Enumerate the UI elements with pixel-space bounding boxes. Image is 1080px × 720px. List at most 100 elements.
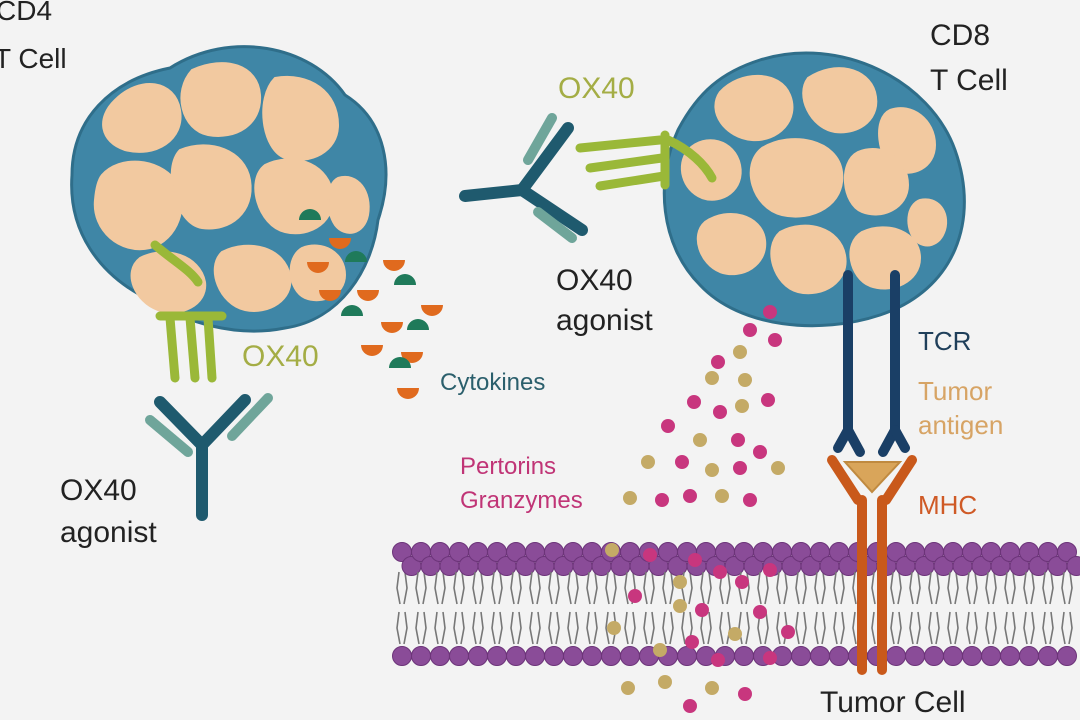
lipid-tail (966, 571, 978, 605)
cytokine (383, 260, 405, 271)
lipid-tail (605, 571, 617, 605)
granzyme-granule (771, 461, 785, 475)
lipid-tail (738, 611, 750, 645)
mhc-molecule (827, 455, 917, 675)
lipid-head (563, 646, 583, 666)
lipid-tail (776, 571, 788, 605)
lipid-head (791, 646, 811, 666)
lipid-tail (947, 611, 959, 645)
perforin-granule (753, 445, 767, 459)
lipid-tail (434, 571, 446, 605)
lipid-tail (966, 611, 978, 645)
lipid-tail (757, 571, 769, 605)
cytokines-label: Cytokines (440, 369, 545, 396)
lipid-head (886, 646, 906, 666)
lipid-tail (472, 571, 484, 605)
lipid-tail (795, 611, 807, 645)
perforin-granule (711, 653, 725, 667)
lipid-tail (662, 611, 674, 645)
lipid-head (962, 646, 982, 666)
perforin-granule (753, 605, 767, 619)
granzyme-granule (641, 455, 655, 469)
perforin-granule (743, 323, 757, 337)
lipid-tail (1023, 571, 1035, 605)
perforin-granule (763, 651, 777, 665)
lipid-head (905, 646, 925, 666)
lipid-tail (947, 571, 959, 605)
lipid-tail (586, 611, 598, 645)
perforin-granule (761, 393, 775, 407)
lipid-tail (1061, 571, 1073, 605)
granzyme-granule (728, 627, 742, 641)
lipid-tail (909, 611, 921, 645)
lipid-tail (1004, 571, 1016, 605)
lipid-tail (415, 571, 427, 605)
cytokine (394, 274, 416, 285)
lipid-tail (453, 611, 465, 645)
lipid-tail (434, 611, 446, 645)
lipid-tail (396, 611, 408, 645)
cytokine (389, 357, 411, 368)
lipid-head (601, 646, 621, 666)
lipid-tail (814, 611, 826, 645)
cytokines-group (299, 209, 443, 399)
granzyme-granule (738, 373, 752, 387)
lipid-head (677, 646, 697, 666)
cytokine (407, 319, 429, 330)
tcr-receptor (833, 270, 910, 457)
ox40-label-cd8: OX40 (558, 72, 635, 105)
cytokine (381, 322, 403, 333)
perforin-granule (743, 493, 757, 507)
perforin-granule (655, 493, 669, 507)
perforin-granule (781, 625, 795, 639)
tumor-antigen (842, 461, 903, 494)
lipid-tail (396, 571, 408, 605)
lipid-head (810, 646, 830, 666)
perforin-granule (683, 489, 697, 503)
granzyme-granule (658, 675, 672, 689)
cd8-label-line1: CD8 (930, 19, 990, 52)
agonist-left-line2: agonist (60, 516, 157, 549)
lipid-tail (700, 571, 712, 605)
granzyme-granule (673, 599, 687, 613)
granzyme-granule (705, 371, 719, 385)
lipid-tail (928, 611, 940, 645)
granzyme-granule (705, 681, 719, 695)
granzyme-granule (693, 433, 707, 447)
perforins-granzymes-group (605, 305, 795, 713)
cd4-t-cell (70, 45, 388, 333)
granzyme-granule (605, 543, 619, 557)
cytokine (319, 290, 341, 301)
cd8-label-line2: T Cell (930, 64, 1008, 97)
lipid-tail (548, 611, 560, 645)
lipid-tail (928, 571, 940, 605)
lipid-tail (1004, 611, 1016, 645)
lipid-head (1000, 646, 1020, 666)
tumor-cell-label: Tumor Cell (820, 686, 966, 719)
lipid-head (620, 646, 640, 666)
agonist-mid-line1: OX40 (556, 264, 633, 297)
perforin-granule (687, 395, 701, 409)
lipid-head (525, 646, 545, 666)
perforin-granule (731, 433, 745, 447)
perforin-granule (643, 548, 657, 562)
granzyme-granule (621, 681, 635, 695)
tumor-antigen-label-line2: antigen (918, 410, 1003, 440)
tumor-cell-membrane (392, 542, 1080, 666)
cd4-label-line2: T Cell (0, 43, 67, 74)
cd4-label-line1: CD4 (0, 0, 52, 26)
lipid-tail (1042, 611, 1054, 645)
granzyme-granule (653, 643, 667, 657)
granzyme-granule (735, 399, 749, 413)
lipid-head (943, 646, 963, 666)
lipid-head (1066, 556, 1080, 576)
lipid-head (924, 646, 944, 666)
tumor-antigen-label-line1: Tumor (918, 376, 992, 406)
perforin-granule (711, 355, 725, 369)
lipid-head (1038, 646, 1058, 666)
lipid-head (1057, 542, 1077, 562)
lipid-tail (491, 611, 503, 645)
lipid-tail (567, 571, 579, 605)
perforin-granule (763, 563, 777, 577)
